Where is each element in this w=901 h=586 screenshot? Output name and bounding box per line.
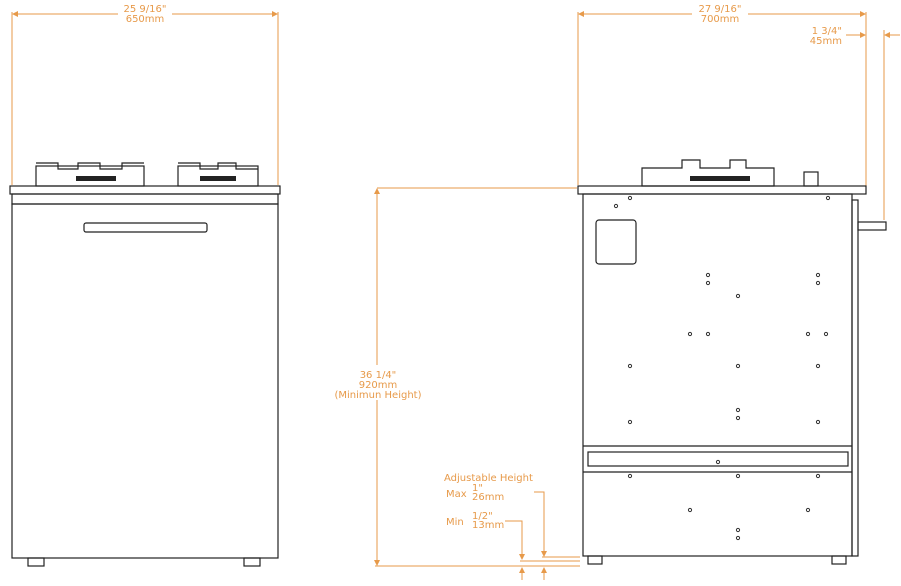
hole bbox=[815, 272, 821, 278]
hole bbox=[735, 415, 741, 421]
hole bbox=[735, 473, 741, 479]
foot bbox=[831, 555, 847, 565]
min-label: Min bbox=[446, 517, 464, 528]
front-width-mm: 650mm bbox=[126, 14, 165, 25]
front-width-in: 25 9/16" bbox=[124, 4, 167, 15]
hole bbox=[815, 363, 821, 369]
min-mm: 13mm bbox=[472, 520, 504, 531]
foot bbox=[243, 557, 261, 567]
hole bbox=[627, 363, 633, 369]
hole bbox=[735, 293, 741, 299]
door-handle bbox=[857, 221, 887, 231]
height-note: (Minimun Height) bbox=[335, 390, 422, 401]
hole bbox=[735, 407, 741, 413]
foot bbox=[587, 555, 603, 565]
countertop bbox=[577, 185, 867, 195]
hole bbox=[687, 507, 693, 513]
hole bbox=[705, 280, 711, 286]
hole bbox=[735, 527, 741, 533]
min-in: 1/2" bbox=[472, 511, 493, 522]
adjustable-height-title: Adjustable Height bbox=[444, 473, 533, 484]
hole bbox=[815, 280, 821, 286]
overhang-in: 1 3/4" bbox=[812, 26, 842, 37]
side-depth-mm: 700mm bbox=[701, 14, 740, 25]
mounting-holes bbox=[613, 195, 831, 541]
dishwasher-door bbox=[11, 203, 279, 559]
hole bbox=[815, 419, 821, 425]
door-handle bbox=[83, 222, 208, 233]
hole bbox=[627, 195, 633, 201]
hole bbox=[627, 419, 633, 425]
cabinet-side bbox=[582, 193, 853, 557]
cooktop-burners bbox=[35, 162, 259, 187]
hole bbox=[705, 272, 711, 278]
side-depth-in: 27 9/16" bbox=[699, 4, 742, 15]
hole bbox=[825, 195, 831, 201]
height-in: 36 1/4" bbox=[360, 370, 397, 381]
hole bbox=[735, 535, 741, 541]
countertop bbox=[9, 185, 281, 195]
max-label: Max bbox=[446, 489, 467, 500]
foot bbox=[27, 557, 45, 567]
hole bbox=[705, 331, 711, 337]
hole bbox=[613, 203, 619, 209]
max-in: 1" bbox=[472, 483, 483, 494]
height-mm: 920mm bbox=[359, 380, 398, 391]
hole bbox=[715, 459, 721, 465]
cooktop-side bbox=[641, 159, 819, 187]
hole bbox=[735, 363, 741, 369]
hole bbox=[805, 331, 811, 337]
hole bbox=[815, 473, 821, 479]
side-view: 27 9/16" 700mm 1 3/4" 45mm 36 1/4" 920mm… bbox=[335, 4, 900, 580]
hole bbox=[823, 331, 829, 337]
max-mm: 26mm bbox=[472, 492, 504, 503]
front-view: 25 9/16" 650mm bbox=[9, 4, 281, 567]
hole bbox=[805, 507, 811, 513]
hole bbox=[687, 331, 693, 337]
overhang-mm: 45mm bbox=[810, 36, 842, 47]
hole bbox=[627, 473, 633, 479]
access-panel bbox=[595, 219, 637, 265]
